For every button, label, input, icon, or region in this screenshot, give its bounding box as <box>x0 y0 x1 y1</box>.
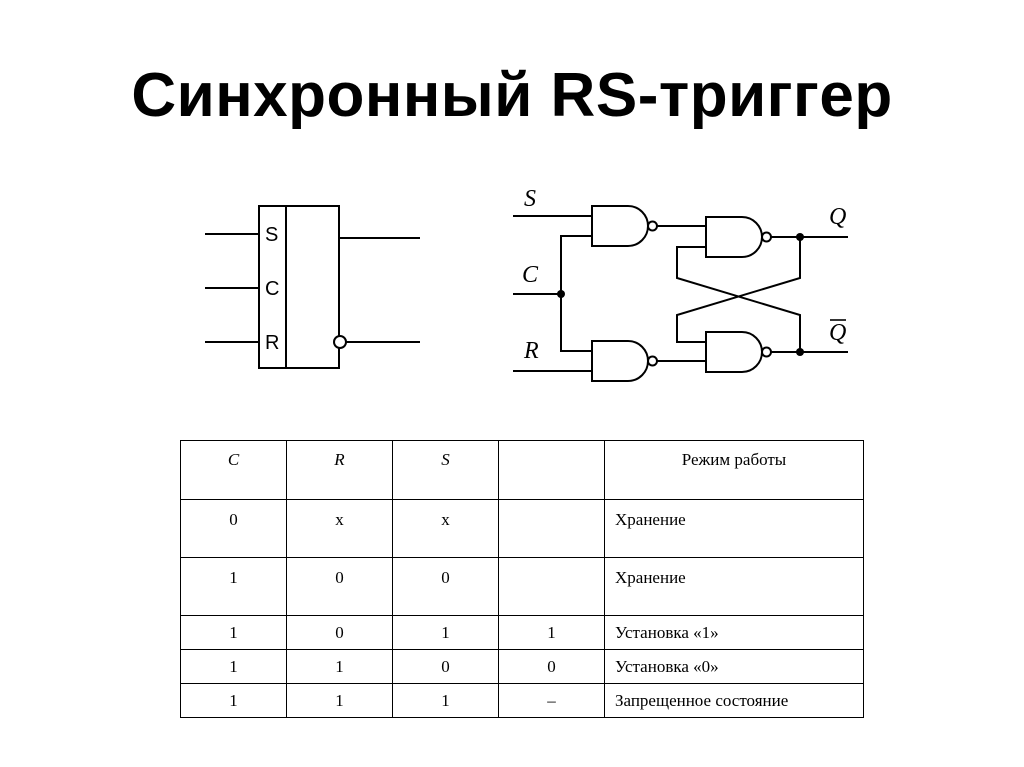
cell-c: 0 <box>180 499 287 558</box>
cell-s: 0 <box>392 557 499 616</box>
table-row: 1 0 1 1 Установка «1» <box>180 615 864 650</box>
nand-gate-input-top <box>591 205 649 247</box>
table-header-row: C R S Режим работы <box>180 440 864 500</box>
nand-bubble-latch-bottom <box>761 346 772 358</box>
cell-q <box>498 499 605 558</box>
table-row: 0 x x Хранение <box>180 499 864 558</box>
header-q <box>498 440 605 500</box>
header-c: C <box>180 440 287 500</box>
cell-mode: Установка «0» <box>604 649 864 684</box>
table-row: 1 0 0 Хранение <box>180 557 864 616</box>
cell-c: 1 <box>180 615 287 650</box>
cell-r: 0 <box>286 615 393 650</box>
nand-bubble-latch-top <box>761 231 772 243</box>
nand-gate-latch-bottom <box>705 331 763 373</box>
cell-mode: Запрещенное состояние <box>604 683 864 718</box>
feedback-q-to-bottom <box>676 237 801 343</box>
header-r: R <box>286 440 393 500</box>
circuit-label-c: C <box>522 262 539 288</box>
cell-mode: Хранение <box>604 557 864 616</box>
circuit-label-r: R <box>523 338 539 364</box>
cell-c: 1 <box>180 557 287 616</box>
truth-table: C R S Режим работы 0 x x Хранение 1 0 0 … <box>180 440 864 718</box>
wire-c-bottom <box>560 294 592 352</box>
circuit-label-s: S <box>524 186 536 212</box>
nand-gate-input-bottom <box>591 340 649 382</box>
cell-r: x <box>286 499 393 558</box>
table-row: 1 1 1 – Запрещенное состояние <box>180 683 864 718</box>
cell-r: 1 <box>286 683 393 718</box>
table-row: 1 1 0 0 Установка «0» <box>180 649 864 684</box>
circuit-label-qbar: Q <box>829 320 846 346</box>
cell-s: 1 <box>392 683 499 718</box>
cell-q: 1 <box>498 615 605 650</box>
cell-mode: Установка «1» <box>604 615 864 650</box>
symbol-input-r: R <box>265 332 279 354</box>
cell-q: 0 <box>498 649 605 684</box>
cell-c: 1 <box>180 649 287 684</box>
cell-q: – <box>498 683 605 718</box>
symbol-input-c: C <box>265 278 279 300</box>
nand-bubble-input-top <box>647 220 658 232</box>
nand-bubble-input-bottom <box>647 355 658 367</box>
cell-r: 0 <box>286 557 393 616</box>
header-s: S <box>392 440 499 500</box>
page-title: Синхронный RS-триггер <box>131 61 893 130</box>
cell-c: 1 <box>180 683 287 718</box>
junction-c <box>557 290 565 298</box>
feedback-qbar-to-top <box>676 246 801 352</box>
nand-gate-latch-top <box>705 216 763 258</box>
wire-c-top <box>513 235 592 295</box>
cell-s: 0 <box>392 649 499 684</box>
symbol-input-s: S <box>265 224 278 246</box>
cell-s: x <box>392 499 499 558</box>
cell-r: 1 <box>286 649 393 684</box>
header-mode: Режим работы <box>604 440 864 500</box>
cell-mode: Хранение <box>604 499 864 558</box>
circuit-label-q: Q <box>829 204 846 230</box>
cell-s: 1 <box>392 615 499 650</box>
cell-q <box>498 557 605 616</box>
